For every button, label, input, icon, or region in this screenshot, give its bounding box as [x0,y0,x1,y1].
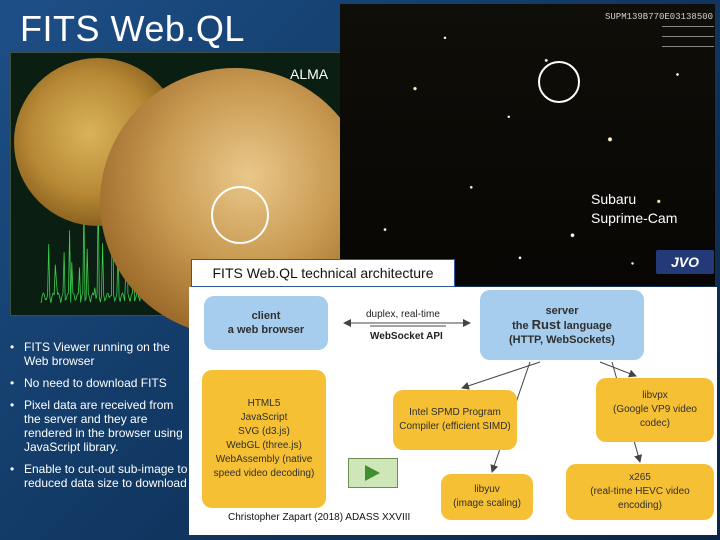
subaru-label-line2: Suprime-Cam [591,210,678,226]
websocket-label: WebSocket API [370,331,443,342]
client-line1: client [251,310,281,322]
x265-line2: (real-time HEVC video [590,486,690,497]
intel-line2: Compiler (efficient SIMD) [399,421,511,432]
svg-line: SVG (d3.js) [238,426,290,437]
server-line2-prefix: the [512,319,532,332]
webassembly-line: WebAssembly (native [215,454,313,465]
html5-line: HTML5 [247,398,281,409]
client-box: client a web browser [204,296,328,350]
libvpx-box: libvpx (Google VP9 video codec) [596,378,714,442]
x265-box: x265 (real-time HEVC video encoding) [566,464,714,520]
libyuv-line2: (image scaling) [453,498,521,509]
duplex-label: duplex, real-time [366,309,440,320]
libyuv-line1: libyuv [474,484,500,495]
html5-box: HTML5 JavaScript SVG (d3.js) WebGL (thre… [202,370,326,508]
libvpx-line2: (Google VP9 video [613,404,697,415]
alma-label: ALMA [290,66,329,82]
play-icon [365,465,380,481]
list-item: Enable to cut-out sub-image to reduced d… [8,462,190,490]
feature-list: FITS Viewer running on the Web browser N… [8,340,190,498]
list-item: Pixel data are received from the server … [8,398,190,454]
client-line2: a web browser [227,324,305,336]
server-line1: server [545,304,579,317]
subaru-viewer-panel [340,4,715,286]
webgl-line: WebGL (three.js) [226,440,302,451]
libvpx-line3: codec) [639,418,670,429]
x265-line1: x265 [629,472,651,483]
server-line3: (HTTP, WebSockets) [509,333,615,346]
libvpx-line1: libvpx [642,390,668,401]
server-line2-suffix: language [560,319,612,332]
intel-spmd-box: Intel SPMD Program Compiler (efficient S… [393,390,517,450]
javascript-line: JavaScript [240,412,288,423]
server-line2: the Rust language [480,316,644,333]
server-box: server the Rust language (HTTP, WebSocke… [480,290,644,360]
subaru-coordinate-readout [662,26,714,53]
list-item: FITS Viewer running on the Web browser [8,340,190,368]
video-decoding-line: speed video decoding) [213,468,315,479]
alma-highlight-circle [211,186,269,244]
jvo-logo: JVO [656,250,714,274]
slide-title: FITS Web.QL [20,8,245,49]
subaru-image-id: SUPM139B770E03138500 [605,12,714,22]
subaru-highlight-circle [538,61,580,103]
architecture-title: FITS Web.QL technical architecture [191,259,455,287]
list-item: No need to download FITS [8,376,190,390]
libyuv-box: libyuv (image scaling) [441,474,533,520]
subaru-label-line1: Subaru [591,191,637,207]
intel-line1: Intel SPMD Program [409,407,501,418]
x265-line3: encoding) [618,500,662,511]
credit-text: Christopher Zapart (2018) ADASS XXVIII [228,512,411,523]
play-video-button[interactable] [348,458,398,488]
server-rust: Rust [531,316,561,332]
subaru-label: Subaru Suprime-Cam [591,190,701,228]
